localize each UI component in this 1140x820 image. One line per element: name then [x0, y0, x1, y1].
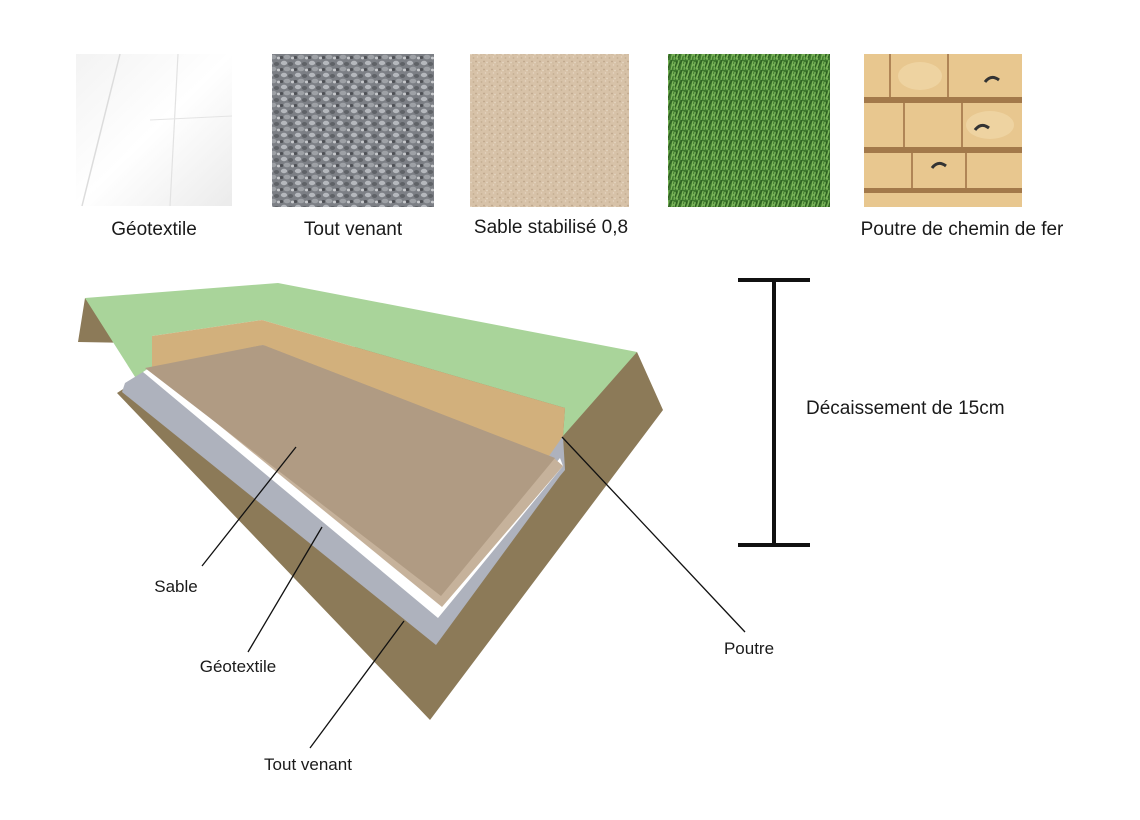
poutre-leader-line	[561, 436, 746, 633]
geotextile-caption: Géotextile	[111, 219, 197, 240]
gazon-thumbnail	[668, 54, 830, 207]
sable-leader-line	[201, 446, 297, 567]
poutre-thumbnail	[864, 54, 1022, 207]
sable-callout: Sable	[154, 577, 197, 596]
sable-caption: Sable stabilisé 0,8	[474, 217, 628, 238]
depth-label: Décaissement de 15cm	[806, 398, 1005, 419]
depth-dimension-marker	[738, 278, 810, 547]
material-thumbnails	[76, 53, 1022, 207]
geotextile-callout: Géotextile	[200, 657, 277, 676]
geotextile-thumbnail	[76, 53, 233, 207]
ground-block	[78, 283, 663, 720]
beam-poutre	[152, 320, 565, 458]
tout-venant-caption: Tout venant	[304, 219, 403, 240]
poutre-callout: Poutre	[724, 639, 774, 658]
tout-venant-leader-line	[309, 620, 405, 749]
poutre-caption: Poutre de chemin de fer	[861, 219, 1064, 240]
tout-venant-callout: Tout venant	[264, 755, 352, 774]
sand-surface	[145, 345, 555, 596]
tout-venant-thumbnail	[272, 54, 434, 207]
gravel-layer	[122, 372, 565, 645]
geotextile-leader-line	[247, 526, 323, 653]
sable-thumbnail	[470, 54, 629, 207]
grass-surface	[85, 283, 637, 436]
